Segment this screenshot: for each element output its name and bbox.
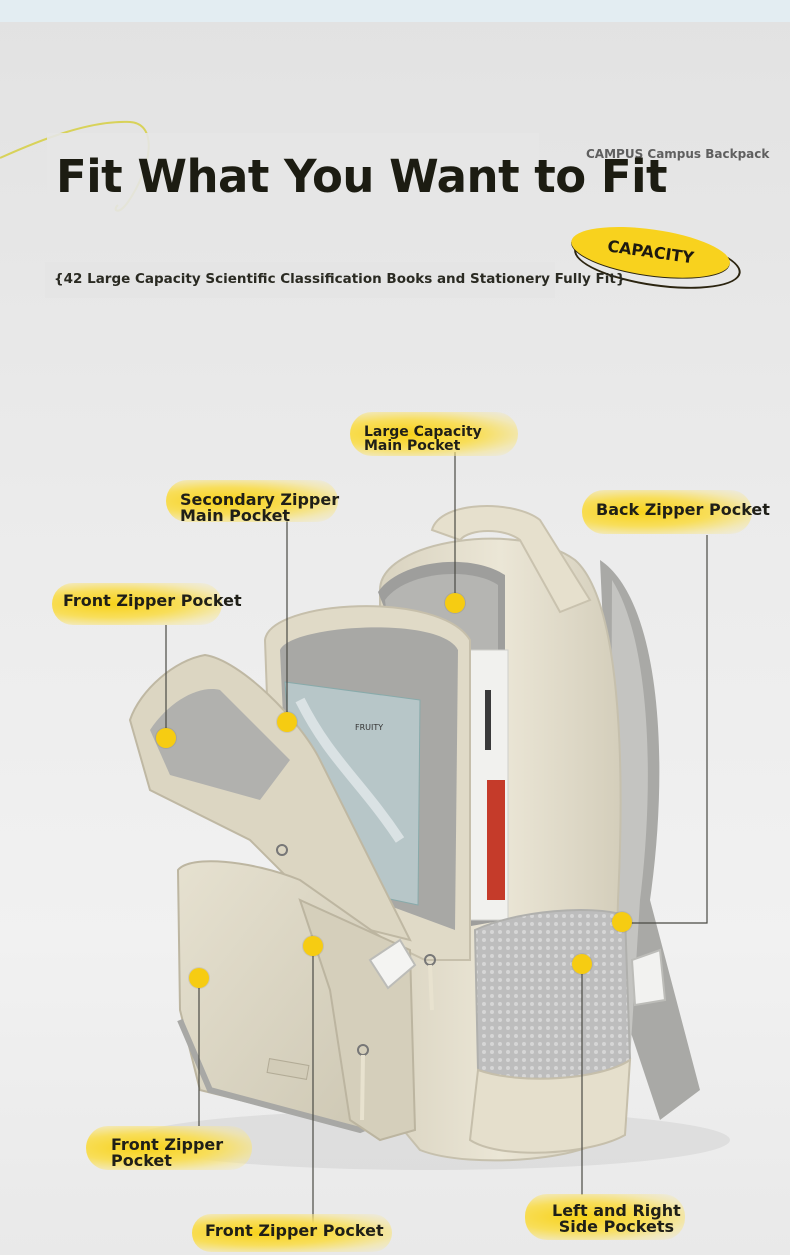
title-band — [47, 133, 539, 225]
callout-front-pocket-left: Front Zipper Pocket — [111, 1135, 224, 1170]
callout-back-pocket: Back Zipper Pocket — [596, 500, 770, 519]
marker-back-pocket — [612, 912, 632, 932]
callout-front-pocket-bottom: Front Zipper Pocket — [205, 1221, 384, 1240]
callout-main-pocket: Large Capacity Main Pocket — [364, 424, 482, 454]
callout-bg-secondary-pocket — [166, 480, 338, 522]
callout-secondary-pocket: Secondary Zipper Main Pocket — [180, 490, 340, 525]
marker-front-pocket-left — [189, 968, 209, 988]
marker-main-pocket — [445, 593, 465, 613]
callout-side-pockets: Left and Right Side Pockets — [552, 1201, 681, 1236]
brand-tag: CAMPUS Campus Backpack — [586, 147, 770, 161]
marker-front-pocket-top — [156, 728, 176, 748]
marker-front-pocket-inner — [303, 936, 323, 956]
callout-bg-front-pocket-left — [86, 1126, 252, 1170]
callout-front-pocket-top: Front Zipper Pocket — [63, 591, 242, 610]
subtitle-band — [45, 262, 555, 298]
callout-bg-front-pocket-bottom — [192, 1214, 392, 1252]
callout-bg-side-pockets — [525, 1194, 685, 1240]
callout-bg-main-pocket — [350, 412, 518, 456]
page-title: Fit What You Want to Fit — [56, 150, 668, 203]
book-title: FRUITY — [355, 723, 383, 732]
marker-side-pockets — [572, 954, 592, 974]
top-strip — [0, 0, 790, 22]
callout-bg-back-pocket — [582, 490, 752, 534]
page-subtitle: {42 Large Capacity Scientific Classifica… — [54, 271, 626, 287]
callout-bg-front-pocket-top — [52, 583, 222, 625]
marker-secondary-pocket — [277, 712, 297, 732]
